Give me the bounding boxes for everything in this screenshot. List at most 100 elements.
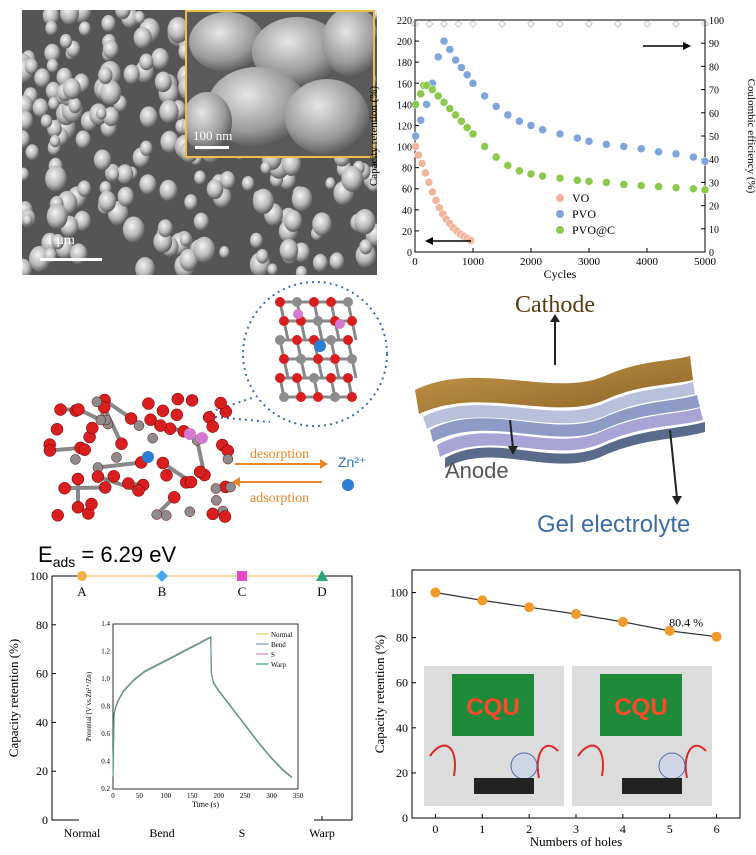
data-point — [439, 36, 449, 46]
sem-grain — [42, 10, 60, 26]
device-photo: CQU — [572, 666, 712, 806]
x-tick-label: 0 — [412, 256, 418, 268]
oxygen-atom — [313, 354, 323, 364]
vanadium-atom — [296, 354, 306, 364]
inset-series-line — [112, 636, 293, 779]
y-tick-label: 100 — [397, 143, 412, 154]
y2-tick-label: 10 — [709, 225, 719, 236]
sem-grain — [78, 21, 91, 36]
adsorption-arrow — [232, 477, 322, 487]
ce-point: ◇ — [440, 18, 448, 29]
sem-grain — [167, 17, 190, 43]
vanadium-atom — [111, 452, 122, 463]
inset-legend-label: Normal — [271, 631, 292, 639]
x-tick-label: 2000 — [520, 256, 543, 268]
sem-grain — [329, 252, 345, 270]
sem-grain — [193, 212, 209, 231]
oxygen-atom — [132, 484, 145, 497]
vanadium-atom — [313, 316, 323, 326]
wire — [536, 744, 559, 779]
vanadium-atom — [147, 432, 158, 444]
data-point — [424, 178, 434, 187]
data-point — [619, 180, 629, 189]
logo-seal — [510, 752, 538, 780]
data-point — [414, 150, 423, 160]
y-tick-label: 40 — [402, 206, 412, 217]
sem-grain — [206, 179, 224, 200]
sem-grain — [139, 140, 153, 156]
y2-tick-label: 50 — [709, 132, 719, 143]
data-point — [555, 129, 565, 139]
x-tick-label: Normal — [64, 826, 101, 840]
data-point — [515, 166, 524, 176]
data-point — [538, 125, 547, 134]
data-point — [462, 70, 472, 80]
sem-grain — [139, 106, 158, 128]
y-axis-label: Capacity retention (%) — [372, 635, 387, 753]
oxygen-atom — [43, 444, 57, 457]
y-tick-label: 120 — [397, 121, 412, 132]
ce-point: ◇ — [614, 18, 622, 29]
sem-grain — [279, 239, 299, 262]
phosphorus-atom — [184, 428, 196, 440]
oxygen-atom — [343, 335, 353, 345]
data-point — [462, 123, 472, 132]
sem-inset: 100 nm — [185, 10, 375, 158]
sem-image-panel: 100 nm 1 μm — [22, 10, 377, 275]
bond — [64, 485, 106, 491]
data-point — [491, 102, 501, 111]
ce-point: ◇ — [585, 18, 593, 29]
vanadium-atom — [95, 414, 107, 426]
data-point — [422, 100, 431, 109]
sem-grain — [325, 177, 336, 190]
data-point — [538, 171, 547, 181]
zinc-atom — [314, 340, 326, 352]
x-tick-label: 5 — [667, 822, 673, 836]
led-board — [452, 674, 534, 736]
data-point — [156, 570, 168, 582]
inset-legend-label: Warp — [271, 661, 286, 669]
oxygen-atom — [91, 470, 105, 483]
oxygen-atom — [167, 491, 181, 504]
sem-grain — [157, 219, 173, 238]
y-tick-label: 80 — [402, 164, 412, 175]
sem-grain — [220, 171, 236, 190]
annotation-label: 80.4 % — [669, 615, 703, 629]
oxygen-atom — [309, 297, 319, 307]
ce-point: ◇ — [643, 18, 651, 29]
sem-grain — [45, 20, 58, 36]
led-board — [600, 674, 682, 736]
oxygen-atom — [156, 404, 170, 418]
y2-tick-label: 90 — [709, 39, 719, 50]
ce-point: ◇ — [701, 18, 709, 29]
sem-grain — [22, 167, 29, 181]
ce-point: ◇ — [411, 18, 419, 29]
vanadium-atom — [91, 396, 103, 408]
data-point — [480, 91, 489, 101]
inset-x-tick-label: 150 — [187, 792, 198, 800]
data-point — [555, 173, 565, 183]
y-tick-label: 60 — [36, 667, 48, 681]
vanadium-atom — [151, 509, 162, 520]
oxygen-atom — [313, 392, 323, 402]
sem-grain — [291, 186, 313, 212]
data-point — [573, 133, 582, 143]
inset-x-tick-label: 250 — [240, 792, 251, 800]
phosphorus-atom — [196, 432, 208, 444]
sem-grain — [68, 97, 82, 114]
vanadium-atom — [210, 483, 222, 494]
data-point — [689, 184, 698, 193]
sem-grain — [107, 167, 119, 182]
gel-electrolyte-label: Gel electrolyte — [537, 511, 690, 538]
sem-grain — [22, 129, 30, 149]
oxygen-atom — [78, 443, 91, 456]
y-tick-label: 0 — [402, 811, 408, 825]
sem-grain — [22, 110, 34, 131]
data-point — [428, 187, 437, 197]
zoom-circle — [209, 281, 388, 427]
oxygen-atom — [58, 481, 71, 495]
inset-legend-label: Bend — [271, 641, 286, 649]
oxygen-atom — [279, 316, 289, 326]
zinc-atom — [142, 451, 154, 463]
